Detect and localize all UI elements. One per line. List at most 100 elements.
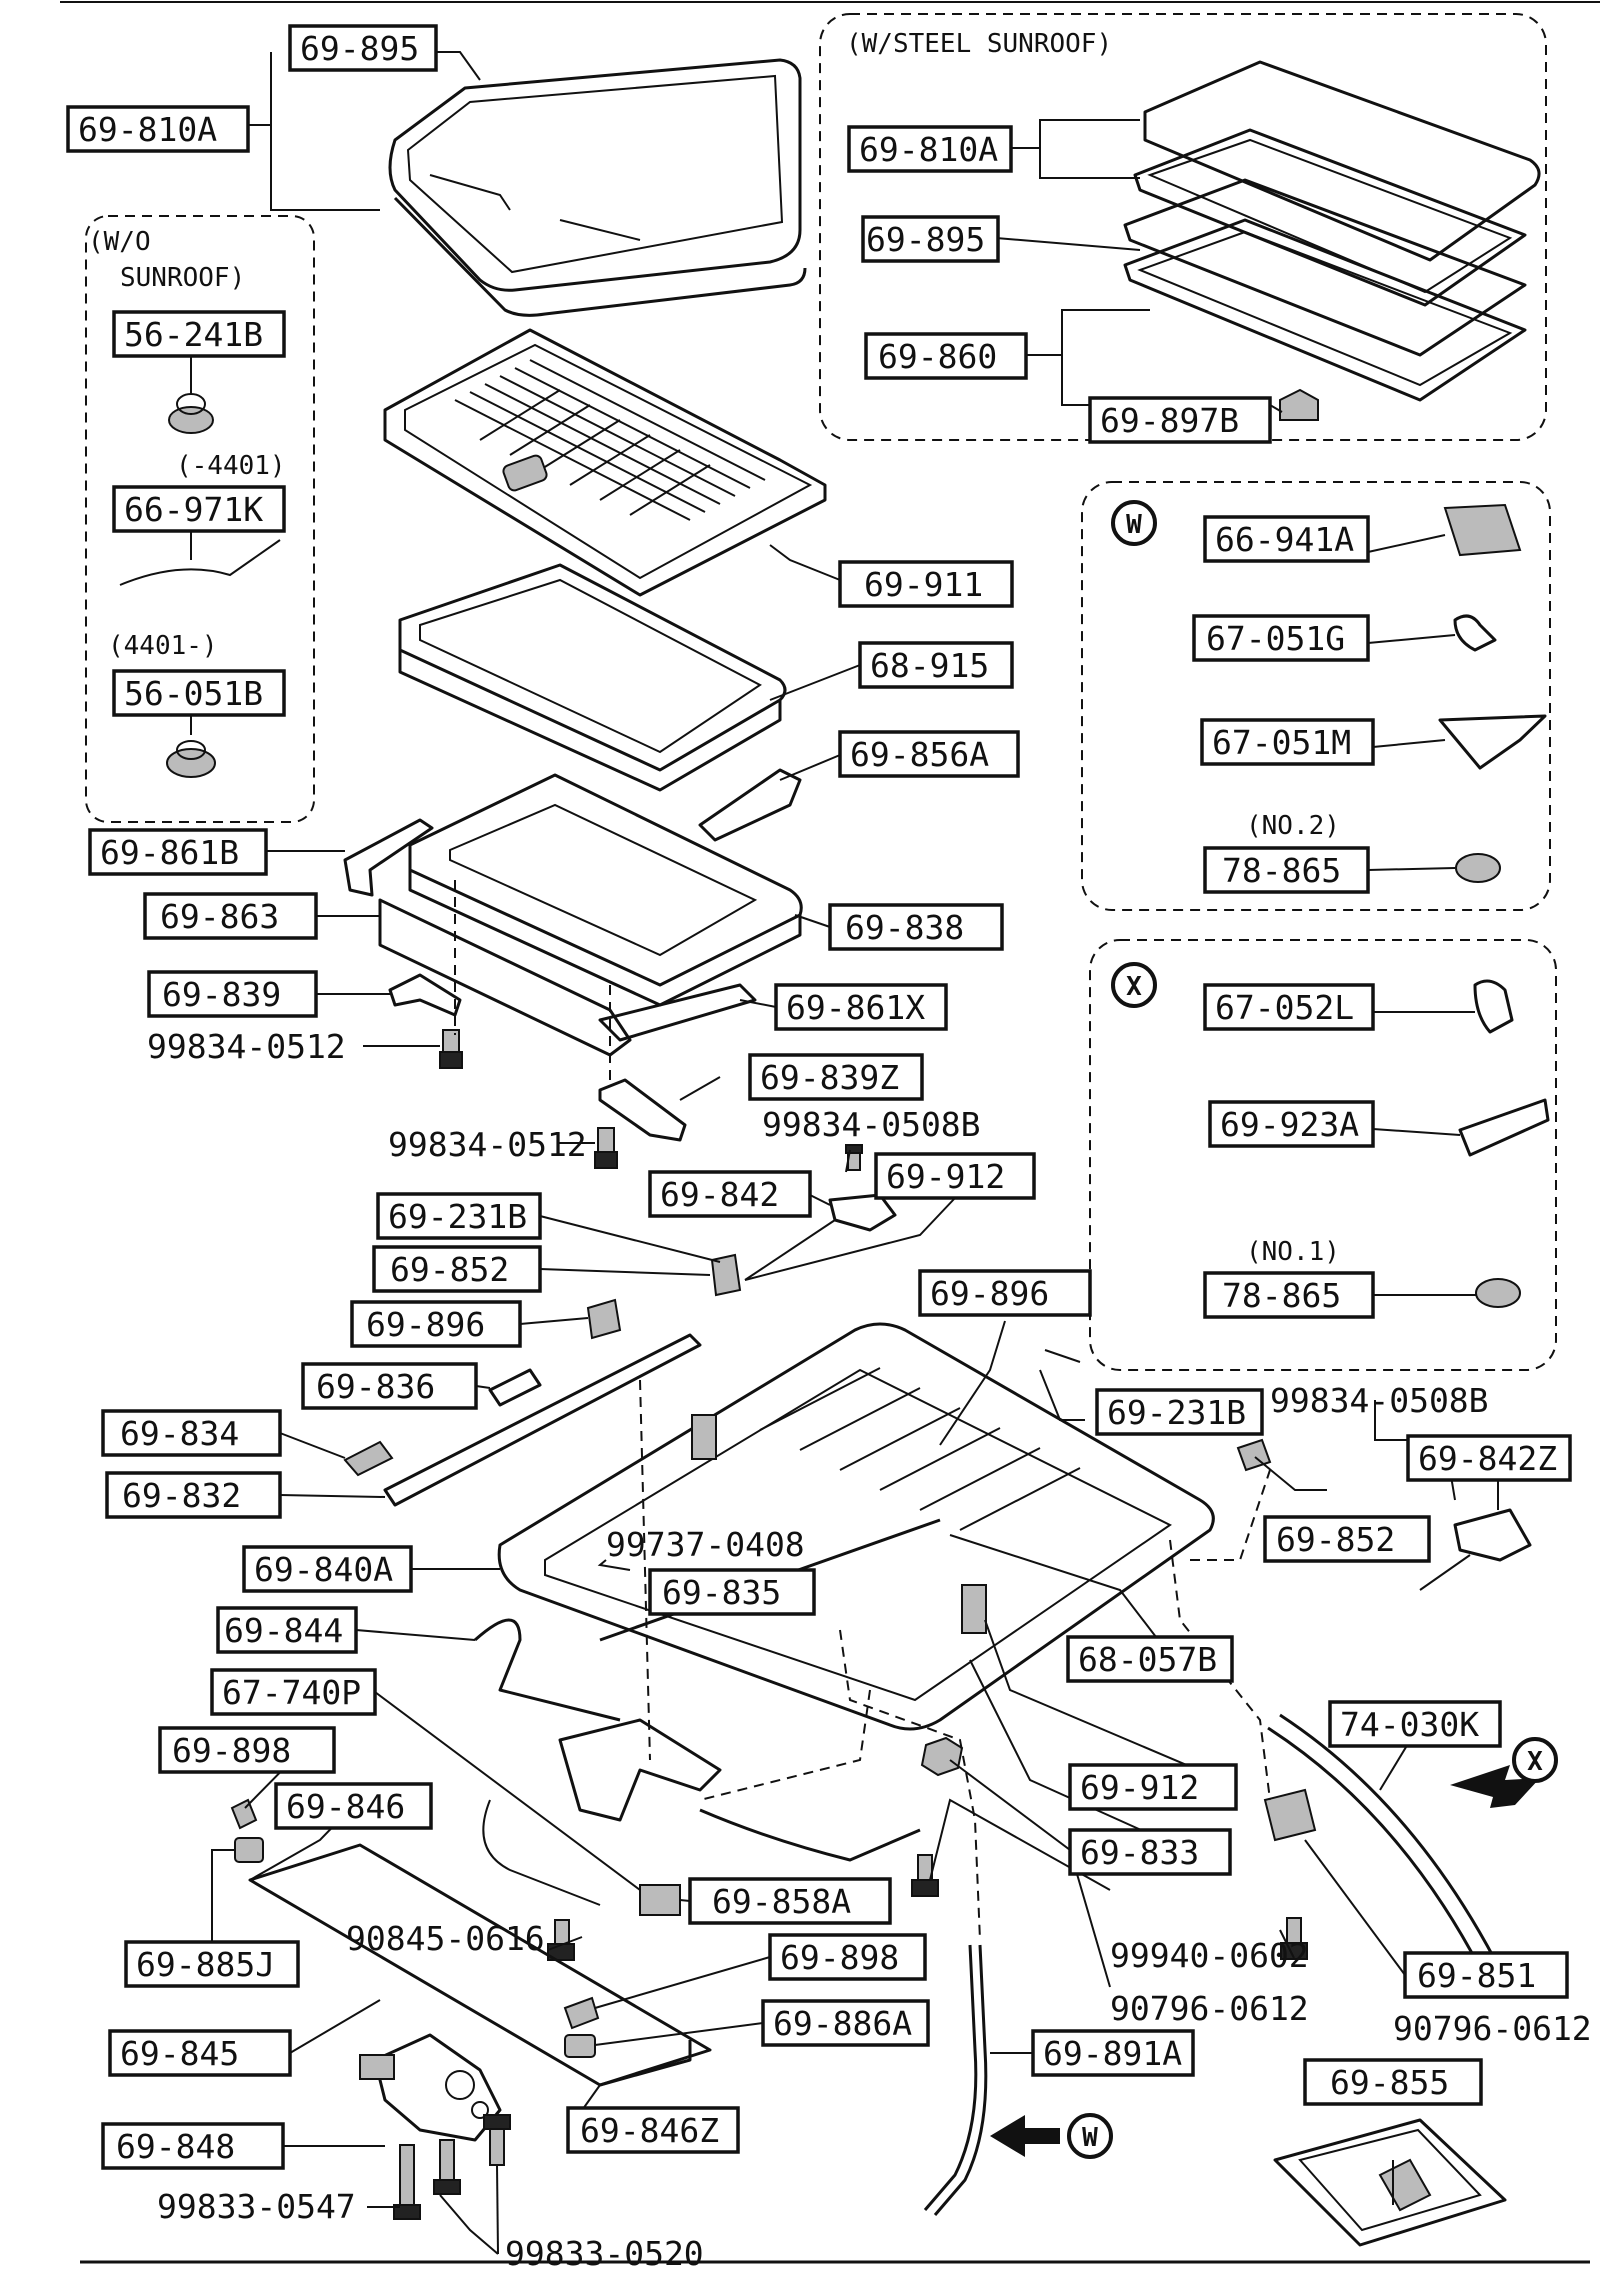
svg-text:69-844: 69-844	[224, 1611, 343, 1650]
svg-text:X: X	[1527, 1747, 1543, 1777]
svg-text:69-891A: 69-891A	[1043, 2034, 1182, 2073]
sunshade-drawing	[383, 328, 827, 597]
label-69-836: 69-836	[301, 1362, 478, 1410]
crossmember-846z-drawing	[599, 2040, 692, 2087]
svg-text:69-810A: 69-810A	[78, 110, 217, 149]
label-69-842: 69-842	[648, 1170, 812, 1218]
svg-text:69-231B: 69-231B	[1107, 1393, 1246, 1432]
bracket-842z-drawing	[1453, 1508, 1532, 1562]
note-range-b: (4401-)	[108, 631, 218, 661]
svg-text:69-885J: 69-885J	[136, 1945, 275, 1984]
bolt-99834-0508b-drawing	[845, 1144, 863, 1171]
cable-dashed-drawing	[699, 1808, 921, 1862]
svg-text:69-834: 69-834	[120, 1414, 239, 1453]
clip-67-051m-drawing	[1438, 714, 1547, 770]
bracket-842-drawing	[828, 1193, 897, 1232]
block-912-drawing	[691, 1414, 717, 1460]
svg-text:69-848: 69-848	[116, 2127, 235, 2166]
bolt-99833-0547-drawing	[393, 2144, 421, 2220]
harness-66-971k-drawing	[119, 539, 281, 586]
stopper-896-drawing	[586, 1298, 622, 1340]
label-69-860: 69-860	[864, 332, 1028, 380]
svg-text:69-861B: 69-861B	[100, 833, 239, 872]
panel-855-drawing	[1273, 2118, 1507, 2247]
svg-text:69-897B: 69-897B	[1100, 401, 1239, 440]
marker-x-group: X	[1111, 962, 1157, 1008]
svg-text:67-740P: 67-740P	[222, 1673, 361, 1712]
label-78-865-no2: 78-865	[1203, 846, 1370, 894]
svg-text:66-971K: 66-971K	[124, 490, 263, 529]
weatherstrip-74-030k-inner-drawing	[1267, 1726, 1482, 1969]
svg-text:69-842Z: 69-842Z	[1418, 1439, 1557, 1478]
svg-text:56-051B: 56-051B	[124, 674, 263, 713]
label-69-846z: 69-846Z	[566, 2106, 740, 2154]
partnum-99834-0508b-a: 99834-0508B	[762, 1105, 981, 1144]
bracket-856a-drawing	[698, 768, 802, 842]
svg-text:69-839: 69-839	[162, 975, 281, 1014]
partnum-90845-0616: 90845-0616	[346, 1919, 545, 1958]
relay-858a-drawing	[639, 1884, 681, 1916]
clip-66-941a-drawing	[1443, 503, 1522, 557]
label-69-895-steel: 69-895	[861, 215, 1000, 263]
label-67-740p: 67-740P	[210, 1668, 377, 1716]
label-69-861x: 69-861X	[774, 983, 948, 1031]
bolt-99834-0512-b-drawing	[594, 1127, 618, 1169]
label-69-891a: 69-891A	[1031, 2029, 1195, 2077]
label-69-231b-left: 69-231B	[376, 1192, 542, 1240]
label-69-863: 69-863	[143, 892, 318, 940]
partnum-99833-0520: 99833-0520	[505, 2234, 704, 2273]
label-69-895-top: 69-895	[288, 24, 438, 72]
bracket-839-drawing	[388, 973, 462, 1017]
svg-text:69-852: 69-852	[1276, 1520, 1395, 1559]
svg-text:69-912: 69-912	[886, 1157, 1005, 1196]
label-69-839: 69-839	[147, 970, 318, 1018]
label-69-896-left: 69-896	[350, 1300, 522, 1348]
plate-851-drawing	[1263, 1788, 1317, 1842]
group-x-box	[1089, 939, 1557, 1371]
clip-852-drawing	[710, 1253, 742, 1297]
clip-897b-drawing	[1279, 388, 1319, 421]
svg-text:69-842: 69-842	[660, 1175, 779, 1214]
label-66-971k: 66-971K	[112, 485, 286, 533]
label-69-835: 69-835	[648, 1568, 816, 1616]
svg-text:78-865: 78-865	[1222, 1276, 1341, 1315]
label-68-915: 68-915	[858, 641, 1014, 689]
slider-834-drawing	[343, 1440, 394, 1477]
note-no2: (NO.2)	[1246, 811, 1340, 841]
svg-text:66-941A: 66-941A	[1215, 520, 1354, 559]
drain-hose-891a-drawing	[933, 1944, 988, 2216]
svg-text:69-896: 69-896	[930, 1274, 1049, 1313]
bolt-90845-0616-drawing	[547, 1919, 575, 1961]
steel-panel-drawing	[1123, 60, 1541, 402]
partnum-99834-0512-a: 99834-0512	[147, 1027, 346, 1066]
label-69-897b: 69-897B	[1088, 396, 1272, 444]
grommet-56-241b-drawing	[168, 393, 214, 434]
label-67-051g: 67-051G	[1192, 614, 1370, 662]
cable-912-drawing	[744, 1219, 836, 1281]
svg-text:69-861X: 69-861X	[786, 988, 925, 1027]
svg-text:56-241B: 56-241B	[124, 315, 263, 354]
svg-text:67-051G: 67-051G	[1206, 619, 1345, 658]
steel-sunroof-group-box	[819, 13, 1547, 441]
guide-rail-832-drawing	[383, 1333, 702, 1507]
svg-text:69-840A: 69-840A	[254, 1550, 393, 1589]
svg-text:69-846: 69-846	[286, 1787, 405, 1826]
svg-text:69-895: 69-895	[300, 29, 419, 68]
nut-99940-0602-drawing	[920, 1736, 964, 1777]
svg-text:69-833: 69-833	[1080, 1833, 1199, 1872]
svg-text:69-860: 69-860	[878, 337, 997, 376]
svg-text:69-895: 69-895	[866, 220, 985, 259]
partnum-90796-0612-a: 90796-0612	[1110, 1989, 1309, 2028]
svg-text:69-836: 69-836	[316, 1367, 435, 1406]
svg-text:69-855: 69-855	[1330, 2063, 1449, 2102]
label-69-855: 69-855	[1303, 2058, 1483, 2106]
svg-text:69-858A: 69-858A	[712, 1882, 851, 1921]
svg-text:69-912: 69-912	[1080, 1768, 1199, 1807]
grommet-78-865-no2-drawing	[1455, 853, 1501, 883]
clip-67-052l-drawing	[1473, 979, 1514, 1034]
label-69-810a-left: 69-810A	[66, 105, 250, 153]
svg-text:69-839Z: 69-839Z	[760, 1058, 899, 1097]
note-no1: (NO.1)	[1246, 1237, 1340, 1267]
label-69-840a: 69-840A	[242, 1545, 413, 1593]
